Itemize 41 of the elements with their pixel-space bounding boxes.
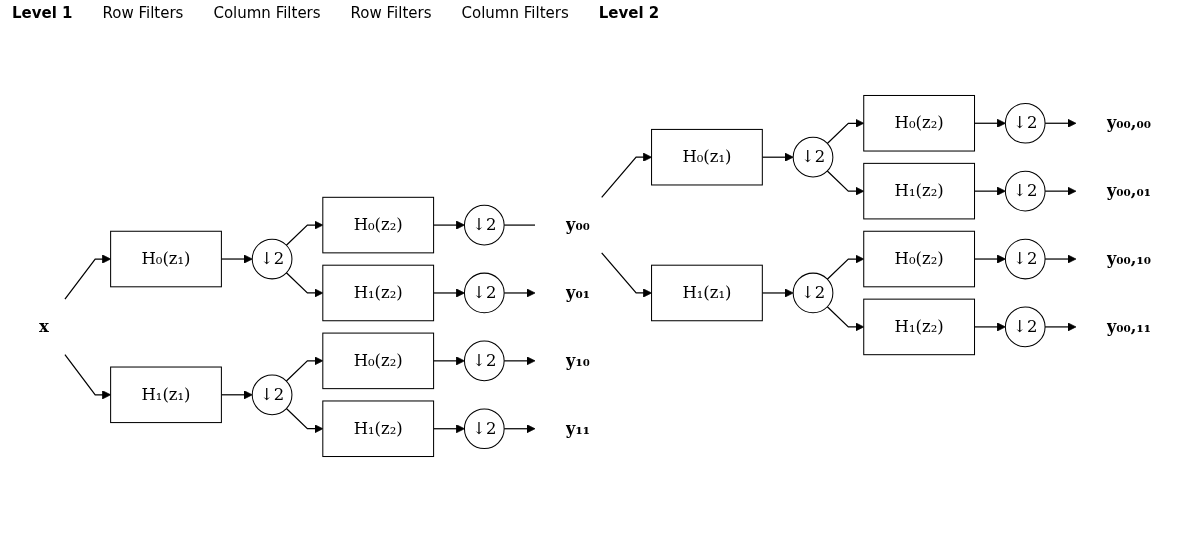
node-circle: ↓2: [463, 340, 505, 382]
node-circle: ↓2: [1004, 238, 1046, 280]
node-circle: ↓2: [463, 408, 505, 450]
node-box: H₀(z₂): [863, 94, 976, 152]
node-box: H₀(z₁): [651, 128, 763, 186]
node-box: H₀(z₂): [863, 230, 976, 288]
node-circle: ↓2: [1004, 170, 1046, 212]
node-text: y₁₀: [565, 350, 590, 371]
node-box: H₀(z₁): [110, 230, 222, 288]
node-text: y₀₀: [565, 214, 590, 235]
node-circle: ↓2: [1004, 102, 1046, 144]
node-box: H₁(z₂): [863, 298, 976, 356]
node-box: H₀(z₂): [322, 196, 435, 254]
node-circle: ↓2: [792, 136, 834, 178]
level-heading: Level 2: [598, 4, 660, 22]
level-heading: Level 1: [12, 4, 73, 22]
node-text: y₀₀,₁₁: [1106, 316, 1151, 337]
node-text: y₀₁: [565, 282, 590, 303]
node-circle: ↓2: [463, 204, 505, 246]
node-circle: ↓2: [1004, 306, 1046, 348]
node-box: H₀(z₂): [322, 332, 435, 390]
node-box: H₁(z₁): [651, 264, 763, 322]
filter-group-label: Row Filters: [102, 4, 184, 22]
node-text: x: [39, 316, 49, 337]
arrow: [601, 252, 652, 298]
arrow: [601, 152, 652, 198]
node-text: y₀₀,₀₁: [1106, 180, 1151, 201]
node-box: H₁(z₂): [322, 400, 435, 458]
filter-group-label: Column Filters: [213, 4, 321, 22]
node-circle: ↓2: [251, 238, 293, 280]
node-text: y₁₁: [565, 418, 590, 438]
node-circle: ↓2: [792, 272, 834, 314]
node-circle: ↓2: [463, 272, 505, 314]
filter-group-label: Row Filters: [350, 4, 432, 22]
node-text: y₀₀,₀₀: [1106, 112, 1151, 133]
filter-group-label: Column Filters: [461, 4, 569, 22]
node-box: H₁(z₂): [863, 162, 976, 220]
node-circle: ↓2: [251, 374, 293, 416]
node-text: y₀₀,₁₀: [1106, 248, 1151, 269]
node-box: H₁(z₂): [322, 264, 435, 322]
node-box: H₁(z₁): [110, 366, 222, 424]
